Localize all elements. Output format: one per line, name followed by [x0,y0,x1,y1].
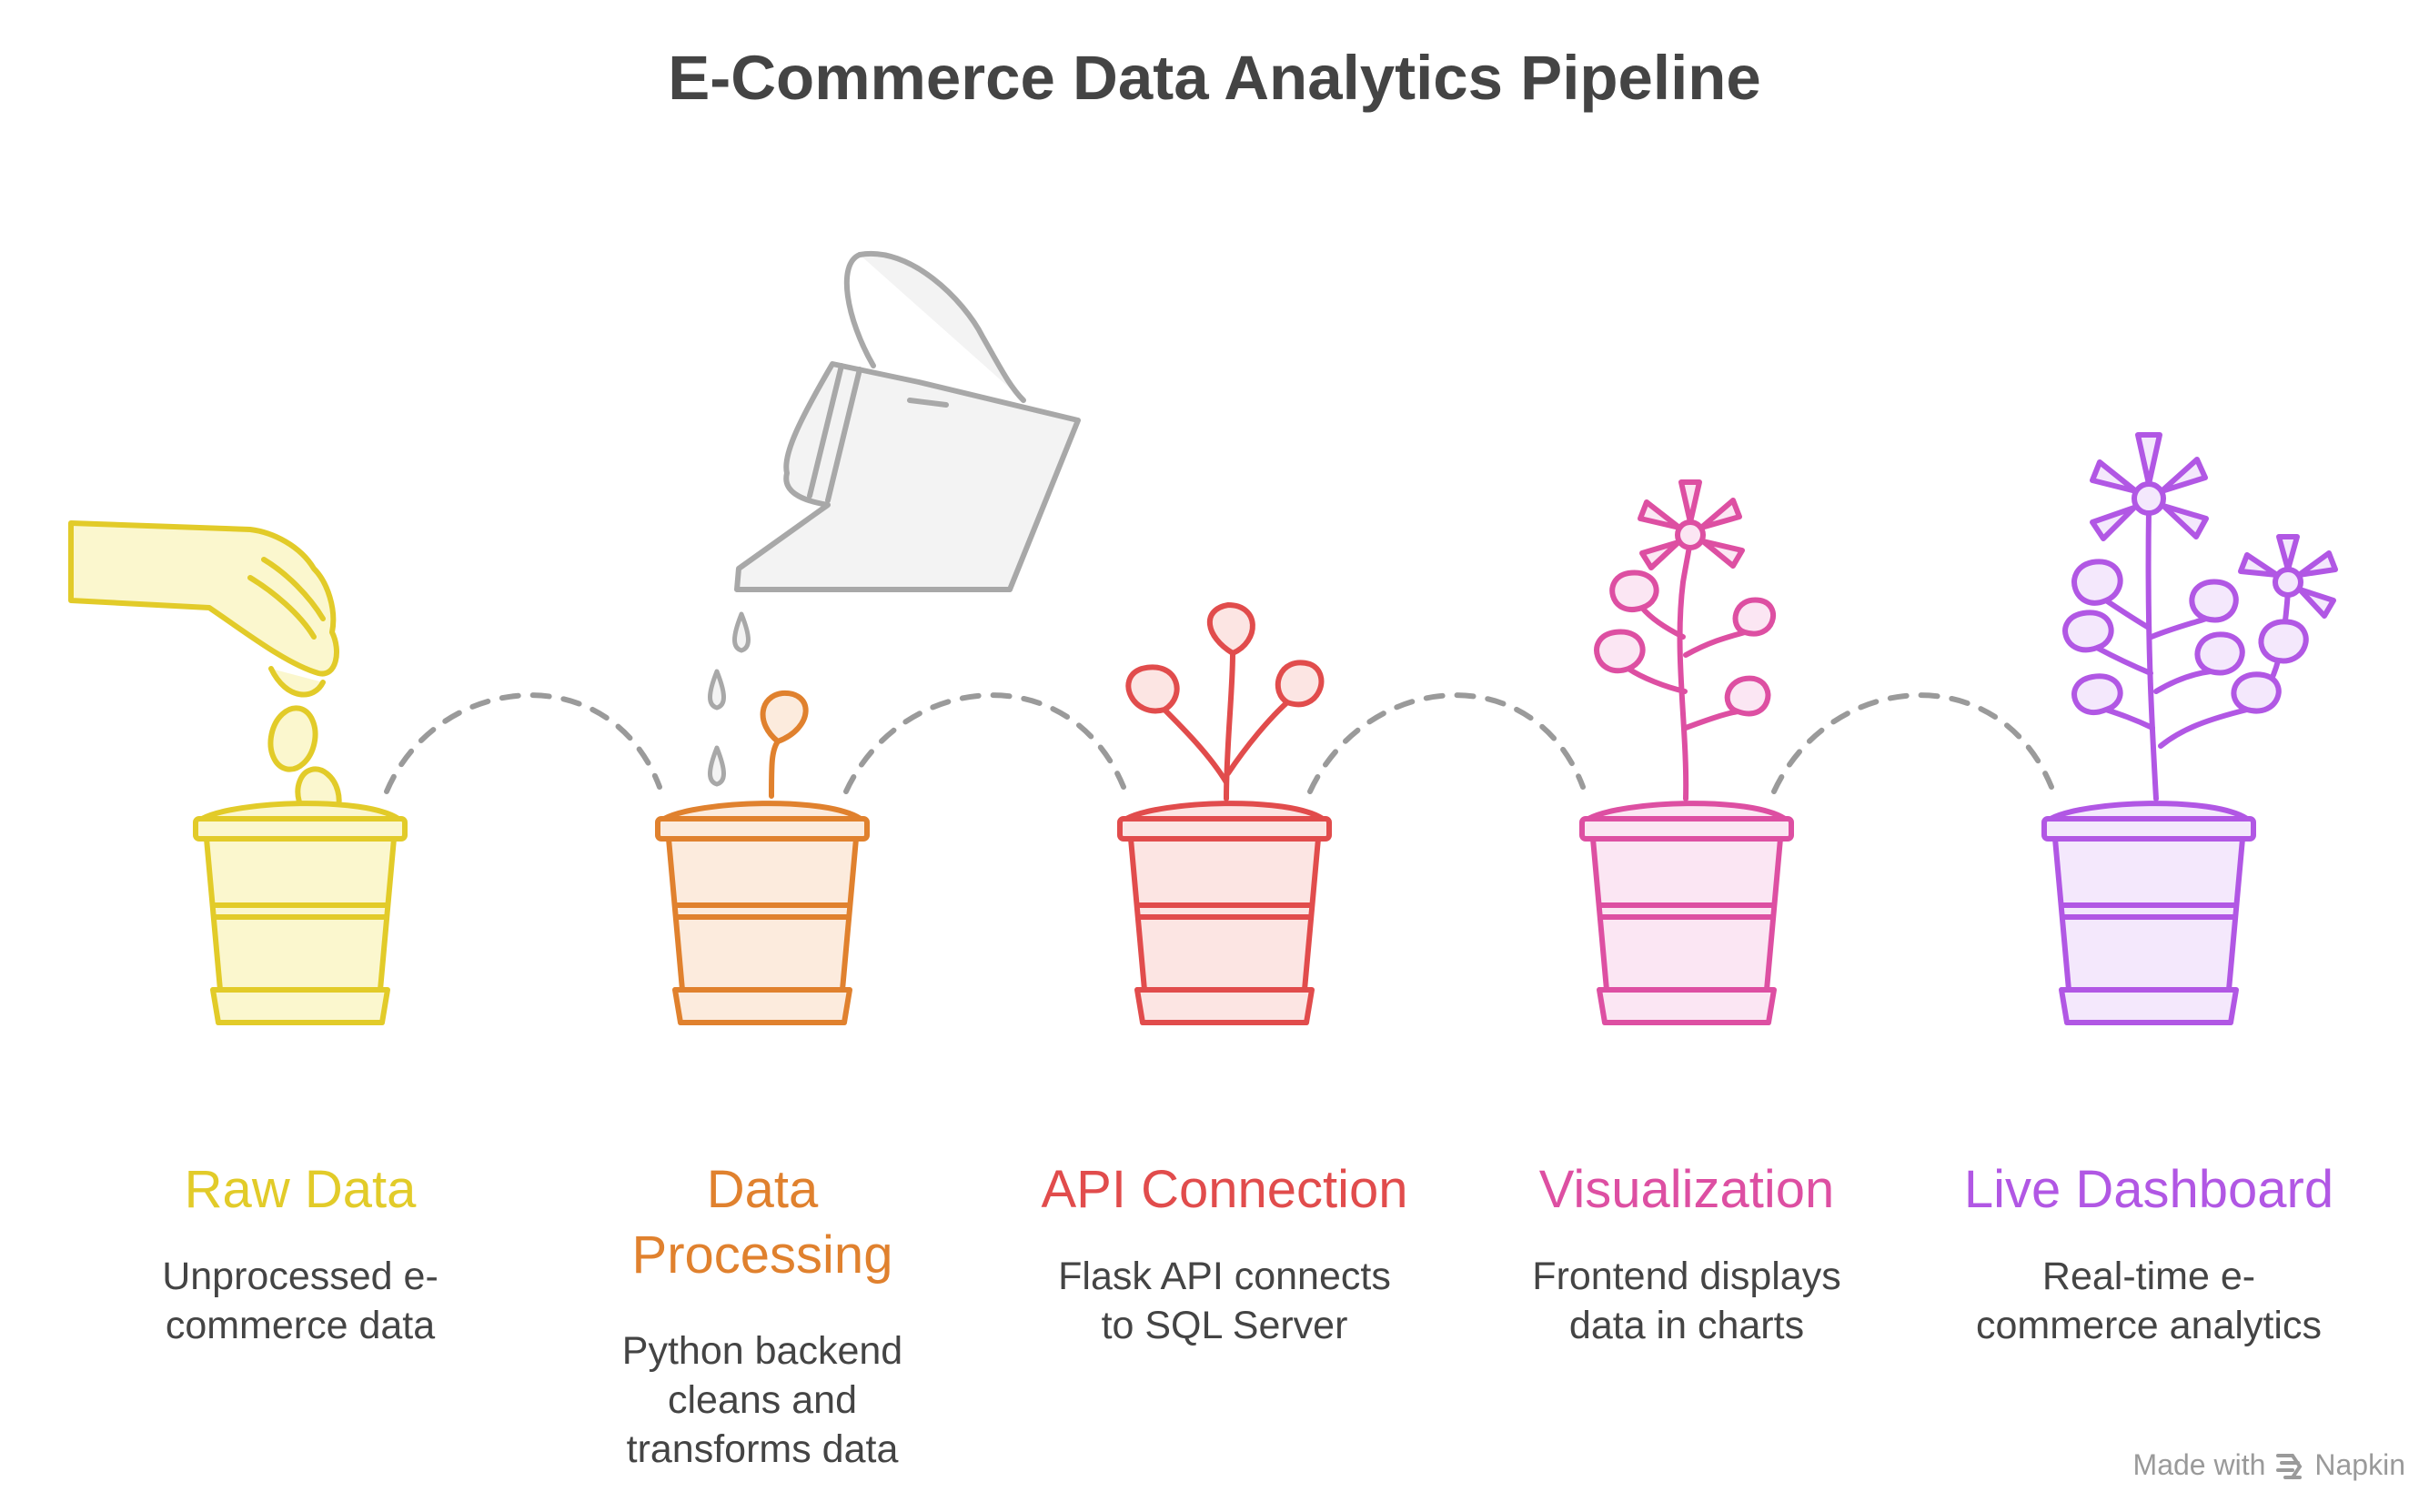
flower-pot-icon [193,801,408,1025]
connector-arc [1307,692,1586,794]
stage-description-api-connection: Flask API connects to SQL Server [1058,1255,1391,1347]
watering-can-icon [734,250,1081,592]
flower-pot-icon [1117,801,1332,1025]
plant-icon [1125,602,1325,801]
stage-description-data-processing: Python backend cleans and transforms dat… [621,1329,903,1471]
connector-arcs [384,692,2054,794]
napkin-brand-label: Napkin [2314,1448,2405,1481]
stage-title-raw-data: Raw Data [184,1160,417,1219]
stage-title-api-connection: API Connection [1041,1160,1408,1219]
page-title: E-Commerce Data Analytics Pipeline [668,43,1761,113]
sprout-icon [760,690,809,799]
stage-description-live-dashboard: Real-time e- commerce analytics [1976,1255,2322,1347]
water-drop-icons [708,611,751,787]
stage-title-live-dashboard: Live Dashboard [1963,1160,2334,1219]
connector-arc [843,692,1126,794]
stage-description-raw-data: Unprocessed e- commerce data [162,1255,438,1347]
connector-arc [384,692,662,794]
made-with-napkin-credit[interactable]: Made with Napkin [2133,1448,2405,1482]
flower-pot-icon [1579,801,1794,1025]
flower-icon [1594,479,1777,801]
connector-arc [1771,692,2054,794]
napkin-logo-icon [2276,1453,2303,1479]
stage-title-data-processing: Data Processing [631,1160,893,1285]
flower-pot-icon [655,801,870,1025]
made-with-label: Made with [2132,1448,2266,1481]
stage-title-visualization: Visualization [1538,1160,1835,1219]
stage-description-visualization: Frontend displays data in charts [1532,1255,1841,1347]
flower-icon [2062,432,2338,801]
hand-icon [68,520,339,698]
flower-pot-icon [2041,801,2256,1025]
